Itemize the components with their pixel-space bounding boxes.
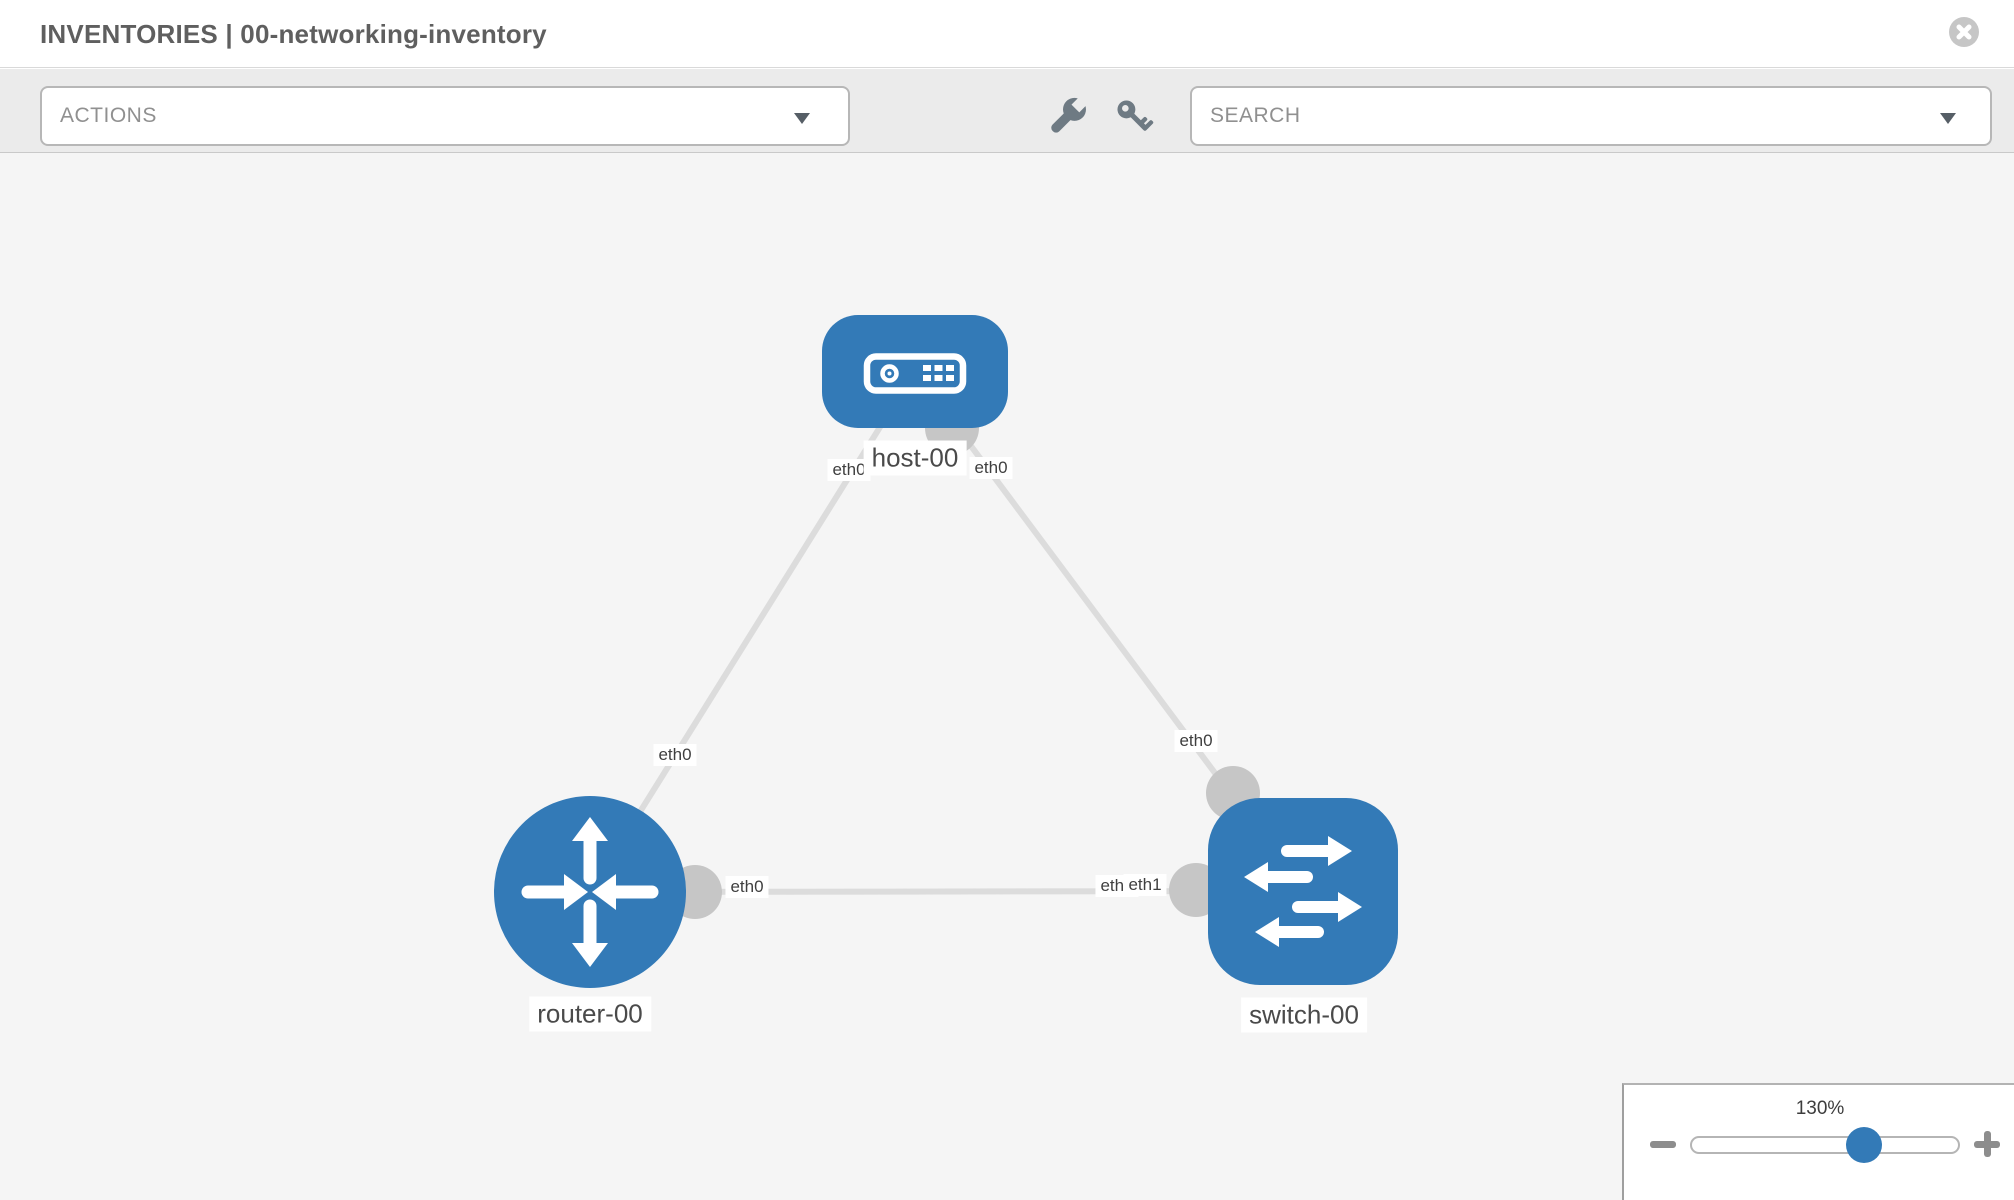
host-icon [863, 353, 967, 394]
interface-label: eth1 [1123, 874, 1167, 896]
router-icon [521, 817, 659, 967]
zoom-level-label: 130% [1795, 1098, 1845, 1119]
zoom-slider-track[interactable] [1690, 1136, 1960, 1154]
node-label-switch: switch-00 [1241, 997, 1367, 1033]
interface-connectors [668, 401, 1260, 919]
node-host[interactable] [822, 315, 1008, 428]
zoom-slider-thumb[interactable] [1846, 1127, 1882, 1163]
interface-label: eth0 [827, 459, 871, 481]
actions-dropdown-label: ACTIONS [60, 104, 157, 127]
credentials-button[interactable] [1112, 95, 1158, 141]
toolbar: ACTIONS SEARCH [0, 69, 2014, 153]
node-switch[interactable] [1208, 798, 1398, 985]
zoom-panel: 130% [1622, 1083, 2014, 1200]
configure-button[interactable] [1042, 94, 1090, 141]
caret-down-icon [794, 113, 810, 124]
search-dropdown[interactable]: SEARCH [1190, 86, 1992, 146]
switch-icon [1244, 836, 1362, 947]
search-dropdown-label: SEARCH [1210, 104, 1301, 127]
key-icon [1117, 100, 1154, 131]
header-bar: INVENTORIES | 00-networking-inventory [0, 0, 2014, 68]
interface-label: eth0 [1174, 730, 1218, 752]
link-host-router[interactable] [587, 369, 918, 894]
close-icon [1949, 17, 1979, 47]
node-label-host: host-00 [863, 440, 967, 476]
node-router[interactable] [494, 796, 686, 988]
page-title: INVENTORIES | 00-networking-inventory [40, 19, 547, 49]
actions-dropdown[interactable]: ACTIONS [40, 86, 850, 146]
interface-label: eth0 [653, 744, 697, 766]
interface-label: eth0 [969, 457, 1013, 479]
interface-label: eth0 [725, 876, 769, 898]
topology-canvas[interactable]: eth0 eth0 eth0 eth0 eth0 eth0 eth1 host-… [0, 153, 2014, 1200]
zoom-out-button[interactable] [1650, 1141, 1676, 1148]
close-button[interactable] [1948, 16, 1980, 48]
wrench-icon [1051, 94, 1090, 133]
node-label-router: router-00 [529, 996, 651, 1032]
caret-down-icon [1940, 113, 1956, 124]
zoom-in-button[interactable] [1974, 1131, 2000, 1157]
